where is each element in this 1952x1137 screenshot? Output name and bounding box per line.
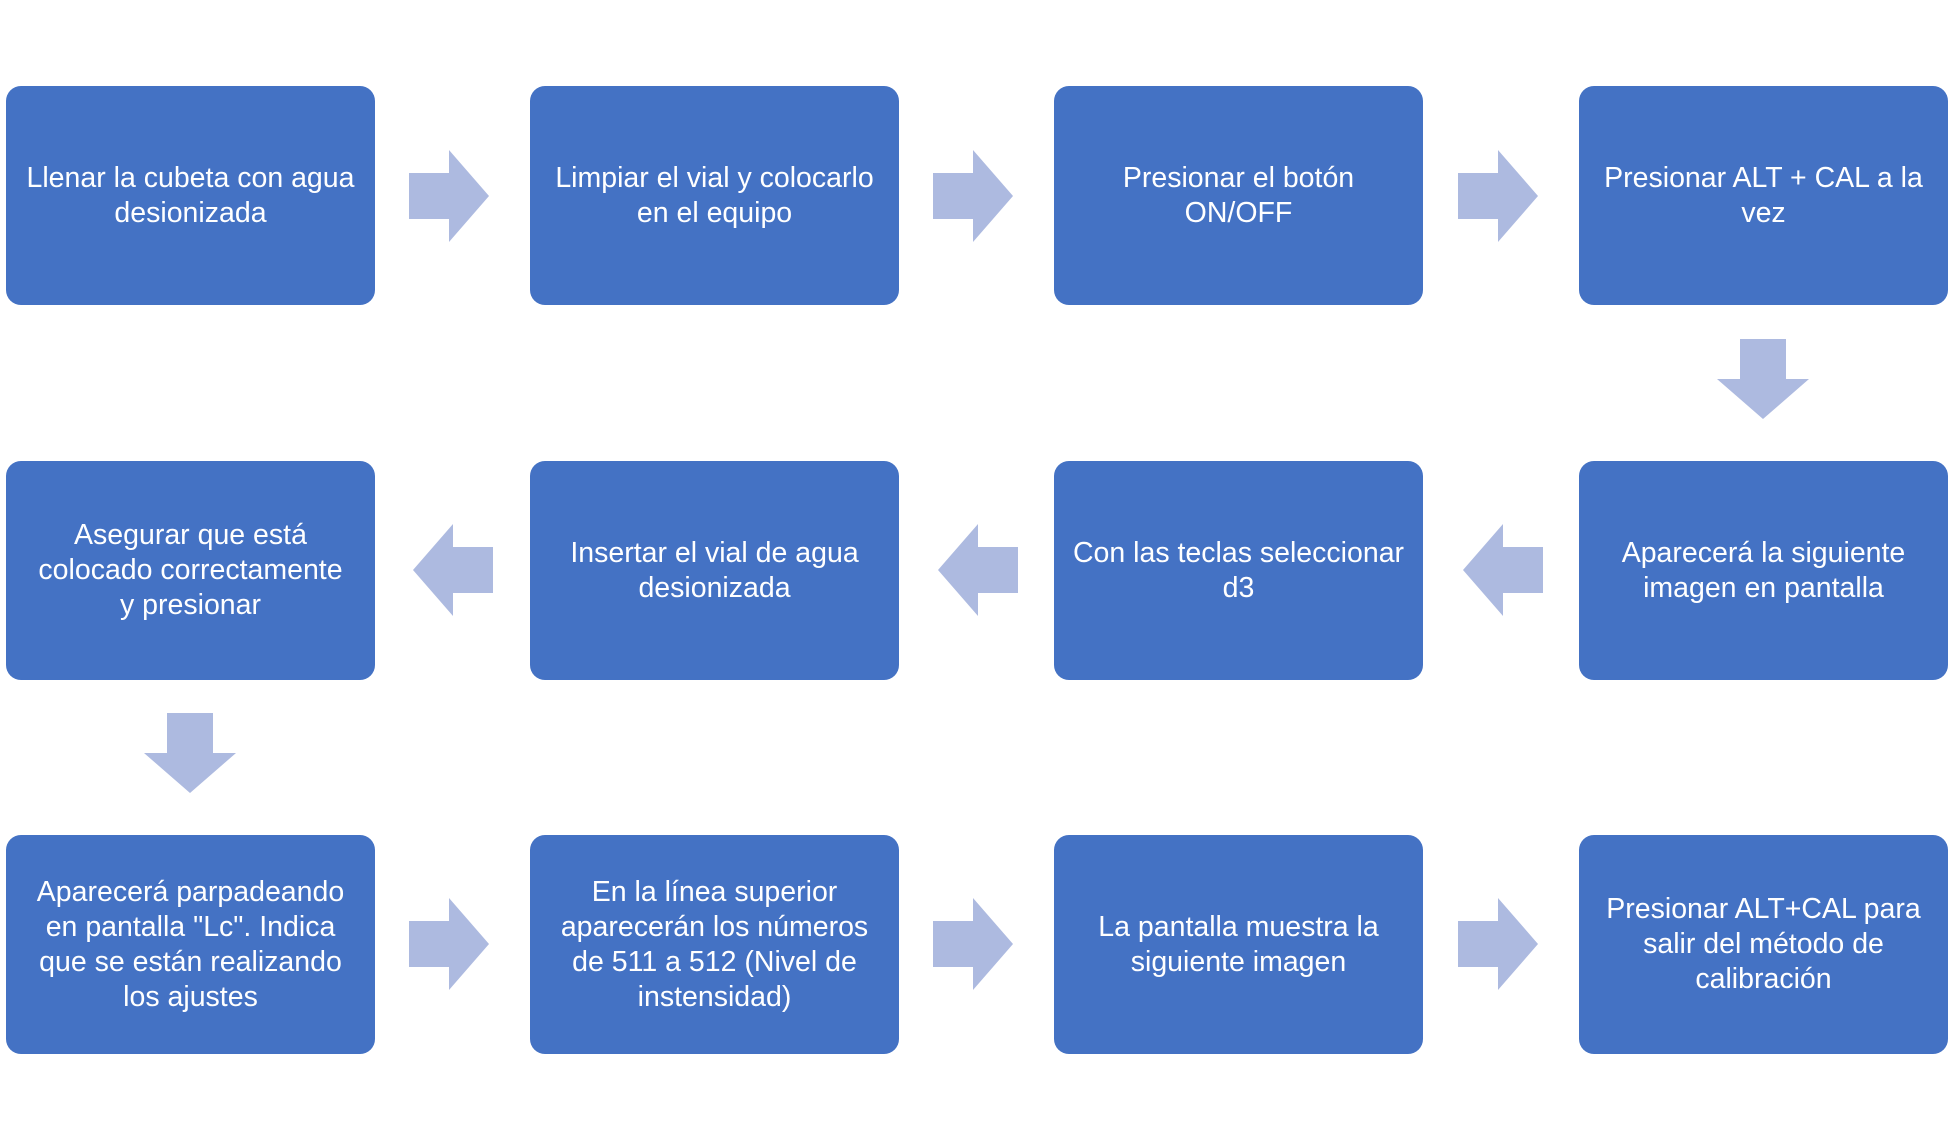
step-11-box: La pantalla muestra la siguiente imagen	[1054, 835, 1423, 1054]
step-6-box: Con las teclas seleccionar d3	[1054, 461, 1423, 680]
arrow-right-icon	[409, 898, 489, 990]
step-10-text: En la línea superior aparecerán los núme…	[560, 875, 869, 1013]
arrow-right-icon	[933, 898, 1013, 990]
step-9-text: Aparecerá parpadeando en pantalla "Lc". …	[36, 875, 345, 1013]
step-4-box: Presionar ALT + CAL a la vez	[1579, 86, 1948, 305]
step-12-text: Presionar ALT+CAL para salir del método …	[1606, 893, 1921, 995]
step-5-box: Aparecerá la siguiente imagen en pantall…	[1579, 461, 1948, 680]
arrow-left-icon	[413, 524, 493, 616]
step-7-box: Insertar el vial de agua desionizada	[530, 461, 899, 680]
step-8-text: Asegurar que está colocado correctamente…	[38, 519, 343, 621]
step-3-text: Presionar el botón ON/OFF	[1122, 161, 1355, 229]
step-2-box: Limpiar el vial y colocarlo en el equipo	[530, 86, 899, 305]
step-1-box: Llenar la cubeta con agua desionizada	[6, 86, 375, 305]
step-10-box: En la línea superior aparecerán los núme…	[530, 835, 899, 1054]
arrow-right-icon	[933, 150, 1013, 242]
step-9-box: Aparecerá parpadeando en pantalla "Lc". …	[6, 835, 375, 1054]
arrow-right-icon	[409, 150, 489, 242]
step-6-text: Con las teclas seleccionar d3	[1072, 536, 1405, 604]
step-8-box: Asegurar que está colocado correctamente…	[6, 461, 375, 680]
step-2-text: Limpiar el vial y colocarlo en el equipo	[555, 161, 874, 229]
step-3-box: Presionar el botón ON/OFF	[1054, 86, 1423, 305]
arrow-down-icon	[1717, 339, 1809, 419]
step-4-text: Presionar ALT + CAL a la vez	[1604, 161, 1923, 229]
step-12-box: Presionar ALT+CAL para salir del método …	[1579, 835, 1948, 1054]
arrow-left-icon	[1463, 524, 1543, 616]
arrow-right-icon	[1458, 898, 1538, 990]
arrow-down-icon	[144, 713, 236, 793]
step-7-text: Insertar el vial de agua desionizada	[570, 536, 859, 604]
arrow-right-icon	[1458, 150, 1538, 242]
step-5-text: Aparecerá la siguiente imagen en pantall…	[1621, 536, 1906, 604]
arrow-left-icon	[938, 524, 1018, 616]
step-11-text: La pantalla muestra la siguiente imagen	[1098, 910, 1379, 978]
step-1-text: Llenar la cubeta con agua desionizada	[26, 161, 355, 229]
